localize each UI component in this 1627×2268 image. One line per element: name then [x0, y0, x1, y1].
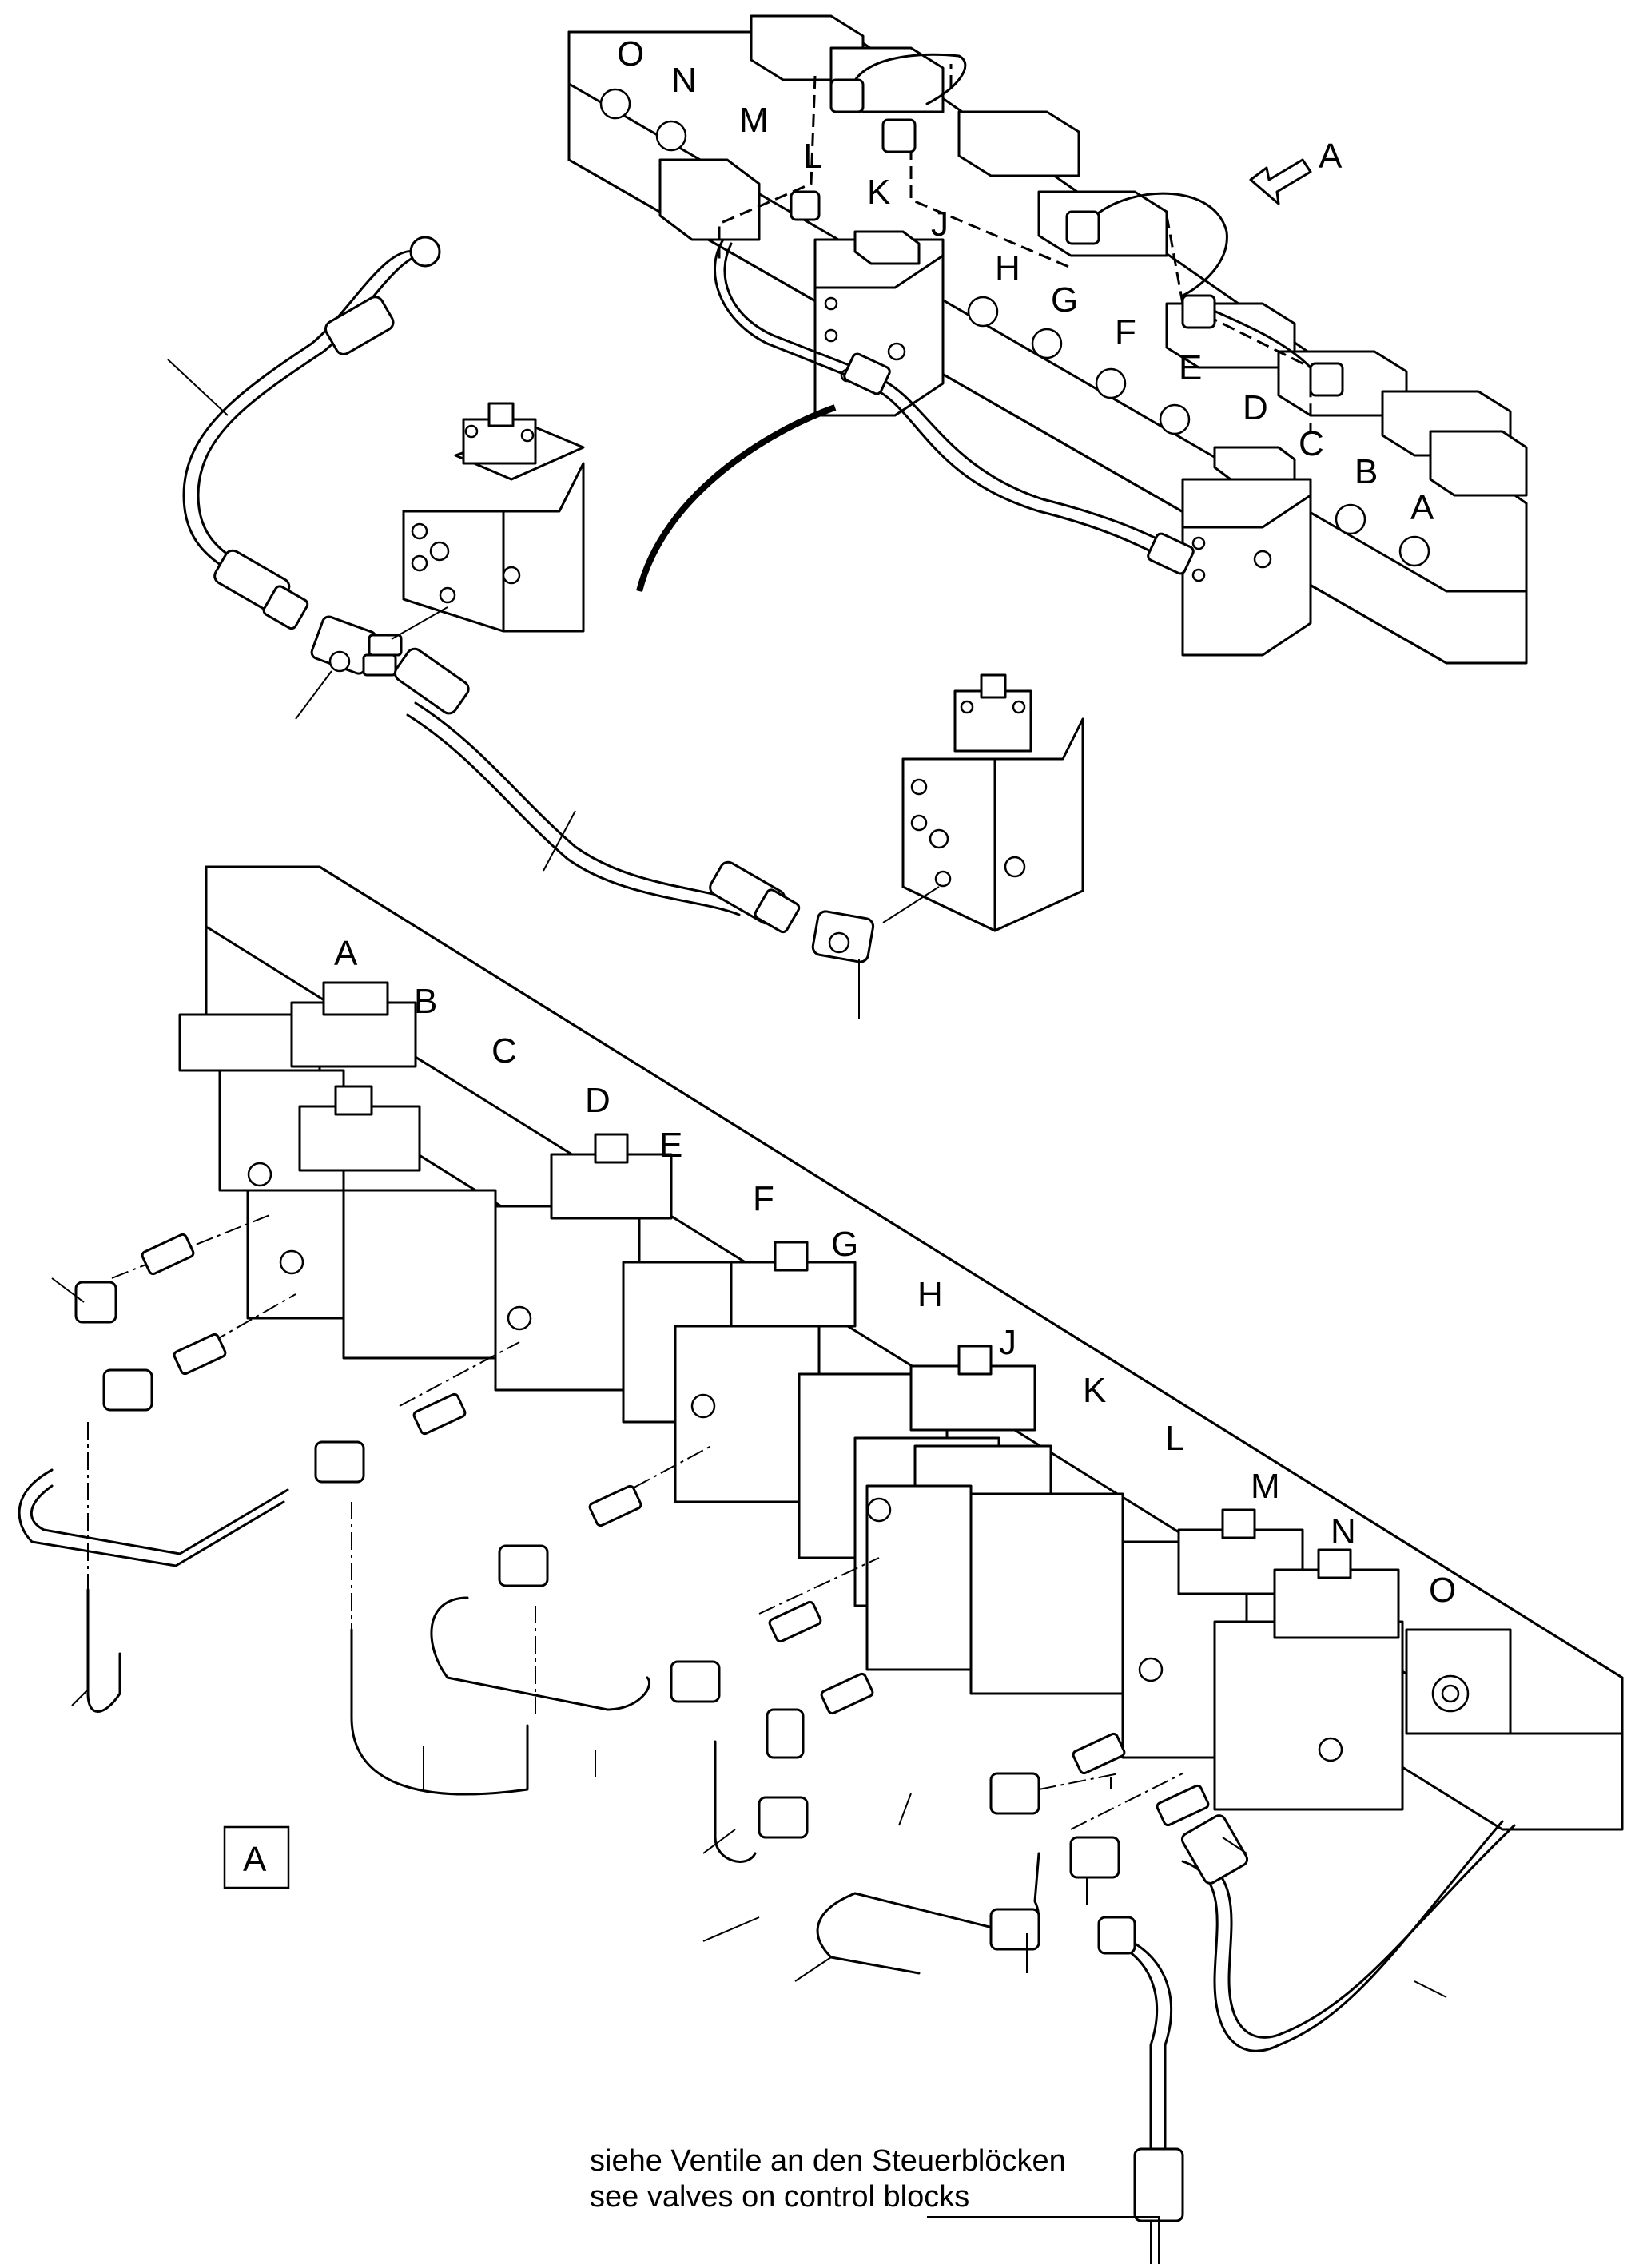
detail-label-g: G	[831, 1225, 858, 1264]
note-line-english: see valves on control blocks	[590, 2180, 969, 2214]
detail-label-h: H	[917, 1275, 943, 1314]
top-label-o: O	[617, 34, 644, 73]
top-label-j: J	[931, 205, 949, 244]
top-label-l: L	[803, 137, 822, 176]
top-label-n: N	[671, 61, 697, 100]
detail-label-j: J	[999, 1323, 1016, 1362]
note-leader-line	[927, 2216, 1160, 2264]
detail-label-a: A	[334, 934, 358, 973]
detail-label-e: E	[659, 1126, 682, 1165]
detail-label-d: D	[585, 1081, 611, 1120]
view-marker-label: A	[1319, 137, 1343, 176]
top-label-h: H	[995, 248, 1020, 288]
detail-label-o: O	[1429, 1571, 1456, 1610]
top-label-g: G	[1051, 280, 1078, 320]
top-assembly-labels: O N M L K J H G F E D C B A	[617, 34, 1434, 527]
top-label-a: A	[1410, 488, 1434, 527]
detail-label-c: C	[491, 1031, 517, 1070]
view-a-box: A	[223, 1825, 290, 1889]
detail-label-m: M	[1251, 1467, 1280, 1506]
detail-label-f: F	[753, 1179, 774, 1218]
detail-tubes-and-fittings	[18, 1213, 1516, 2264]
top-hose-g	[1093, 192, 1228, 297]
top-label-k: K	[867, 173, 890, 212]
top-label-d: D	[1243, 388, 1268, 427]
top-hose-l	[849, 53, 967, 105]
top-tee-fittings	[790, 78, 1344, 397]
top-label-b: B	[1355, 452, 1378, 491]
detail-valve-blocks	[178, 981, 1512, 1811]
view-a-arrow: A	[1249, 137, 1343, 205]
top-bar-port-holes	[599, 88, 1430, 567]
detail-label-b: B	[414, 982, 437, 1021]
top-label-c: C	[1299, 424, 1324, 463]
top-small-block	[658, 158, 761, 241]
exploded-valve-block-upper	[391, 402, 585, 640]
top-valve-block-b	[1181, 446, 1312, 657]
detail-label-l: L	[1165, 1419, 1184, 1458]
top-control-block-assembly: A O N M L K J H G F E D C B A	[567, 14, 1528, 665]
top-label-m: M	[739, 101, 769, 140]
note-line-german: siehe Ventile an den Steuerblöcken	[590, 2144, 1066, 2178]
detail-label-n: N	[1331, 1512, 1356, 1551]
exploded-hose-assembly	[167, 236, 1084, 1019]
top-label-f: F	[1115, 312, 1136, 352]
view-a-box-label: A	[243, 1840, 267, 1879]
top-label-e: E	[1179, 348, 1202, 387]
exploded-valve-block-lower	[882, 673, 1084, 932]
detail-view-labels: A B C D E F G H J K L M N O	[334, 934, 1456, 1610]
detail-view-a: A B C D E F G H J K L M N O A siehe Vent…	[18, 865, 1624, 2264]
detail-label-k: K	[1083, 1371, 1106, 1410]
reference-note: siehe Ventile an den Steuerblöcken see v…	[590, 2144, 1160, 2264]
